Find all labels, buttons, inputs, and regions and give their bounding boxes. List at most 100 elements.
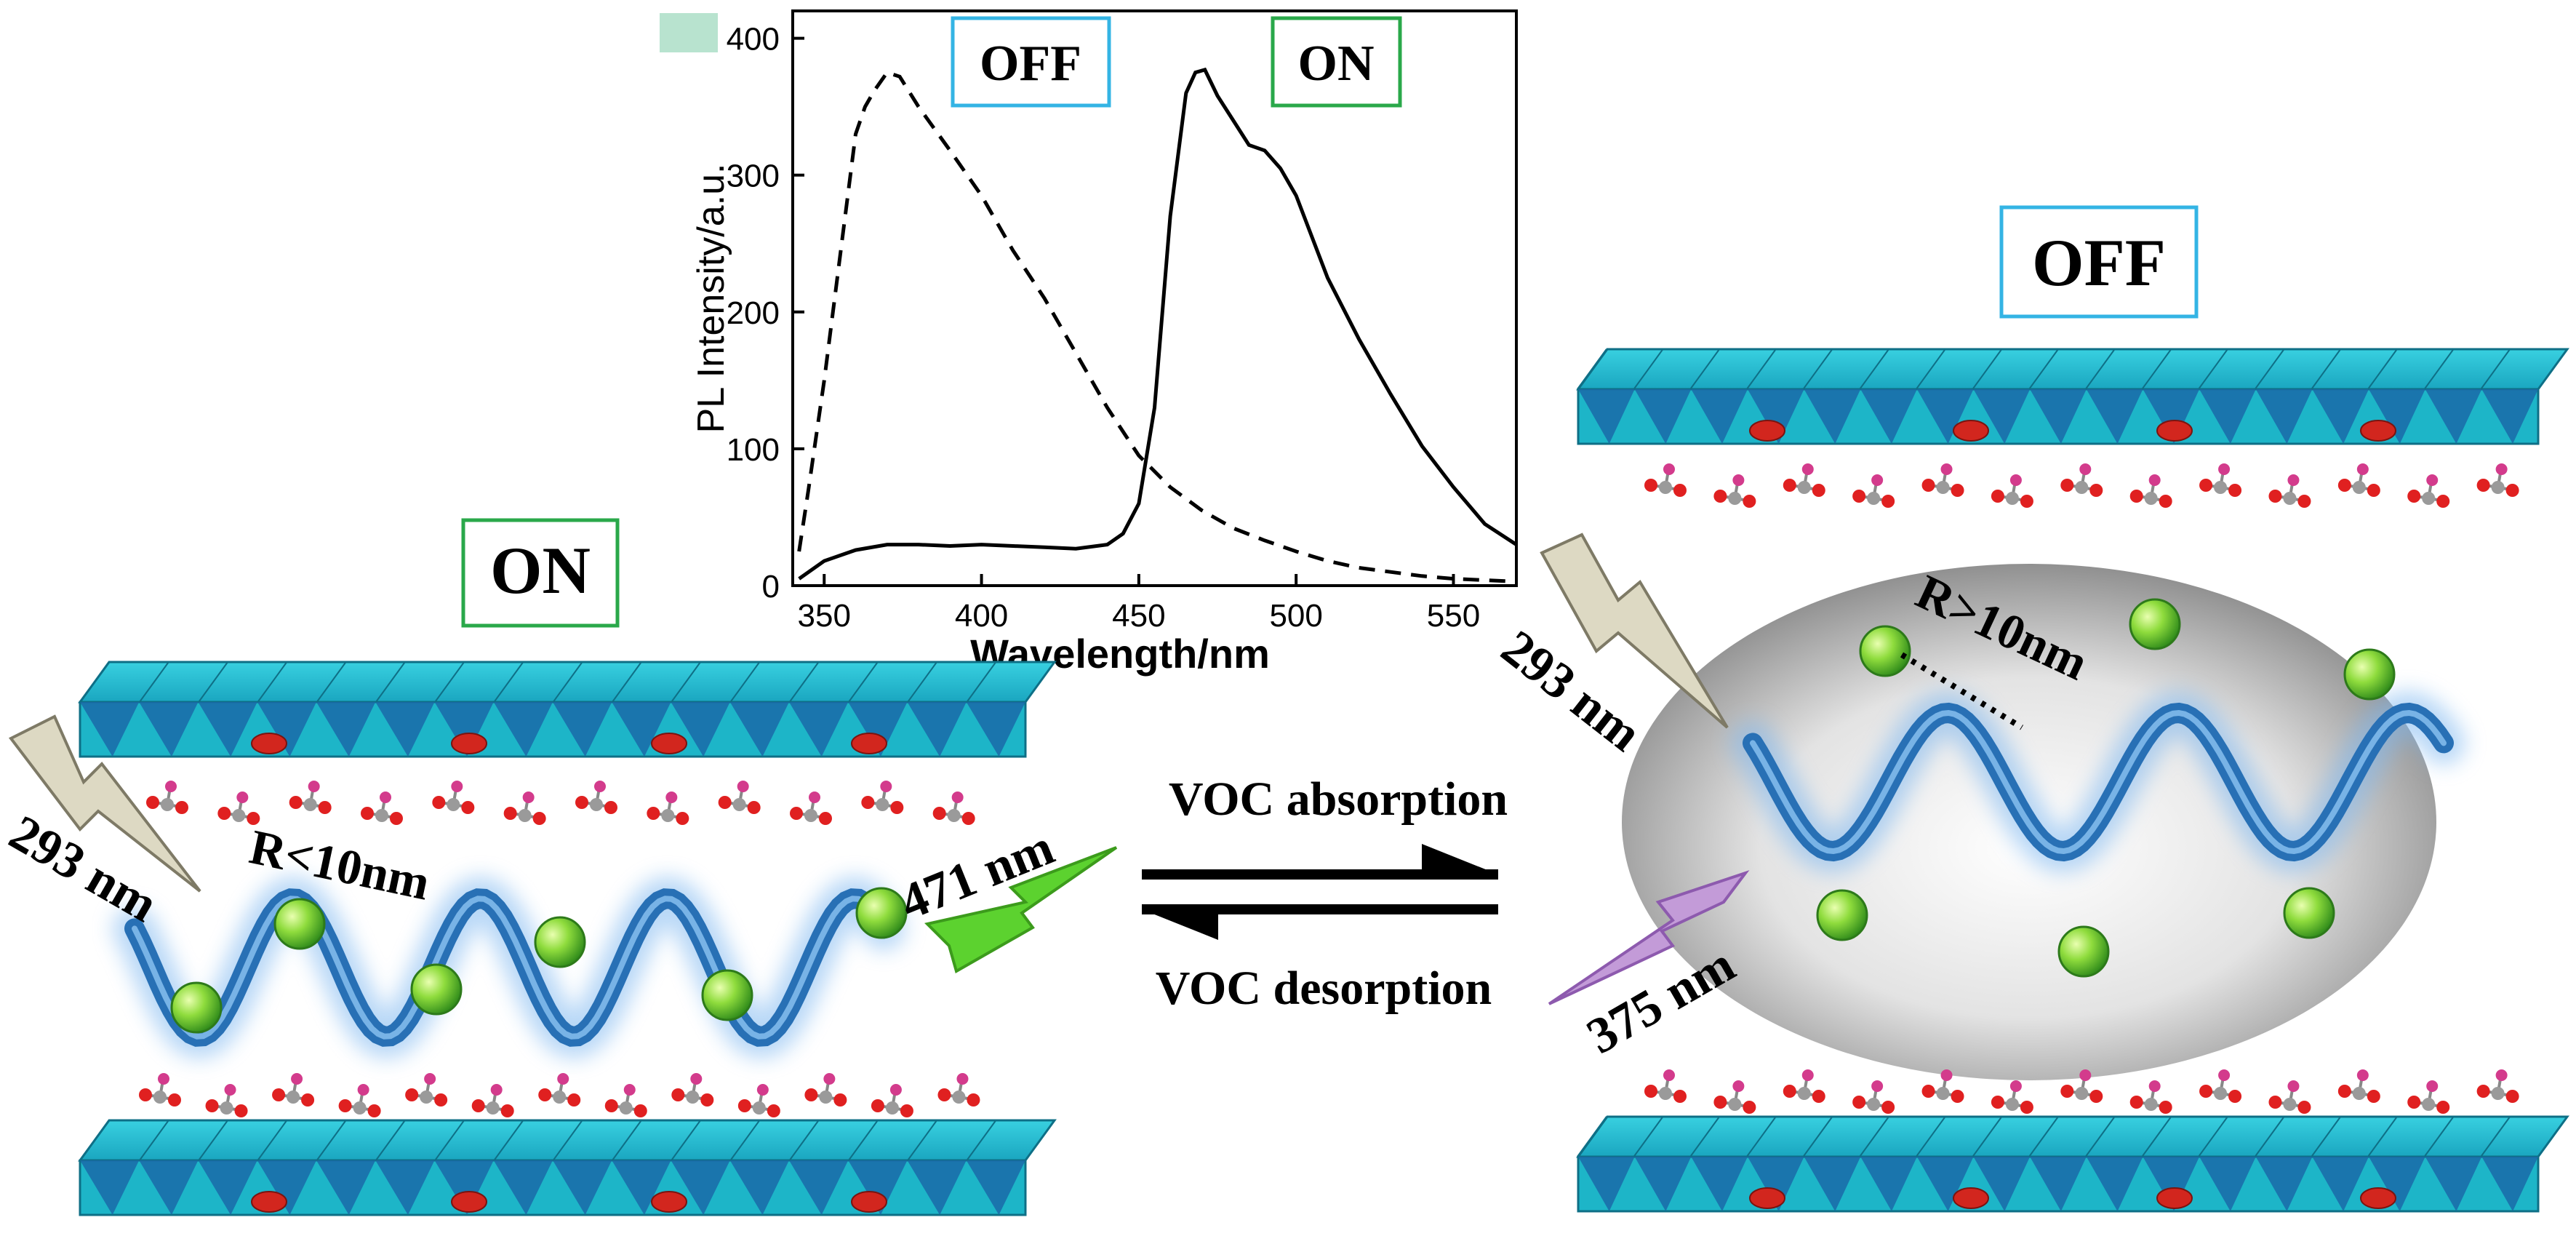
octahedron-edge: [1745, 348, 1777, 390]
octahedron-edge: [1633, 348, 1664, 390]
octahedron-face: [434, 1160, 494, 1215]
x-tick-label: 550: [1427, 598, 1480, 634]
octahedron-edge: [375, 661, 406, 703]
octahedron-face: [2481, 1157, 2538, 1211]
octahedron-face: [2312, 1157, 2369, 1211]
octahedron-edge: [79, 1120, 111, 1161]
octahedron-face: [80, 702, 140, 757]
octahedron-edge: [198, 661, 228, 703]
off-label-box: [951, 16, 1111, 108]
octahedron-face: [907, 702, 967, 757]
on-label-box: [1271, 16, 1402, 108]
anion-molecule: [146, 781, 188, 814]
octahedron-face: [2086, 389, 2143, 444]
octahedron-face: [848, 1160, 908, 1215]
right-guest-molecules: [1816, 598, 2396, 978]
octahedron-face: [612, 702, 671, 757]
octahedron-edge: [2423, 348, 2455, 390]
octahedron-face: [1916, 389, 1974, 444]
octahedron-face: [1747, 389, 1804, 444]
metal-cation-site: [251, 1191, 287, 1213]
anion-molecule: [2476, 1069, 2519, 1103]
anion-molecule: [289, 781, 332, 814]
left-471nm-emission: 471 nm: [892, 819, 1118, 974]
anion-molecule: [538, 1073, 581, 1107]
lightning-bolt-icon: [8, 714, 201, 893]
equilibrium-arrow-icon: VOC absorption VOC desorption: [1142, 773, 1508, 1015]
octahedron-edge: [1859, 348, 1889, 390]
on-state-label: ON: [461, 518, 620, 628]
octahedron-face: [2312, 389, 2369, 444]
octahedron-edge: [612, 1120, 642, 1161]
anion-molecule: [2060, 1069, 2103, 1103]
left-guest-molecules: [170, 887, 908, 1034]
octahedron-face: [139, 702, 199, 757]
x-tick-label: 450: [1112, 598, 1165, 634]
x-tick-label: 500: [1269, 598, 1322, 634]
octahedron-face: [2369, 389, 2425, 444]
octahedron-edge: [1915, 348, 1946, 390]
off-spectrum-label: OFF: [951, 16, 1111, 108]
anion-molecule: [861, 781, 904, 814]
anion-molecule: [718, 781, 761, 814]
octahedron-edge: [257, 661, 288, 703]
off-label-text: OFF: [980, 36, 1081, 92]
chart-y-axis-label: PL Intensity/a.u.: [690, 164, 732, 434]
octahedron-edge: [1689, 348, 1720, 390]
layer-top-face: [1576, 348, 2569, 391]
anion-molecule: [361, 792, 403, 825]
metal-cation-site: [2156, 420, 2193, 442]
octahedron-face: [612, 1160, 671, 1215]
anion-molecule: [471, 1084, 514, 1117]
guest-molecule-ball: [1816, 889, 1868, 941]
octahedron-edge: [2198, 348, 2228, 390]
on-label-text: ON: [1298, 36, 1375, 92]
anion-molecule: [1991, 1080, 2033, 1114]
octahedron-edge: [1745, 1116, 1777, 1157]
guest-molecule-ball: [2057, 925, 2110, 978]
lightning-bolt-icon: [924, 846, 1118, 974]
octahedron-face: [966, 1160, 1025, 1215]
anion-molecule: [804, 1073, 847, 1107]
right-bottom-interlayer-anions: [1644, 1069, 2519, 1114]
octahedron-face: [729, 702, 789, 757]
chart-series: [797, 67, 1518, 583]
left-bottom-ldh-layer: [78, 1119, 1057, 1216]
octahedron-edge: [493, 1120, 524, 1161]
octahedron-edge: [848, 661, 879, 703]
octahedron-face: [1804, 389, 1861, 444]
anion-molecule: [1921, 463, 1964, 497]
octahedron-edge: [966, 661, 997, 703]
y-tick-label: 200: [727, 295, 780, 331]
octahedron-edge: [434, 661, 465, 703]
octahedron-edge: [2480, 348, 2511, 390]
octahedron-edge: [316, 1120, 347, 1161]
off-state-label: OFF: [1999, 205, 2199, 319]
anion-molecule: [737, 1084, 780, 1117]
octahedron-face: [493, 1160, 553, 1215]
layer-top-face: [1576, 1115, 2569, 1158]
octahedron-face: [789, 702, 849, 757]
guest-molecule-ball: [1859, 625, 1911, 677]
voc-absorption-label: VOC absorption: [1169, 773, 1508, 826]
octahedron-face: [1578, 389, 1635, 444]
octahedron-face: [1804, 1157, 1861, 1211]
octahedron-edge: [729, 661, 761, 703]
anion-molecule: [575, 781, 617, 814]
metal-cation-site: [651, 733, 687, 754]
octahedron-edge: [2028, 348, 2059, 390]
metal-cation-site: [2360, 1187, 2396, 1209]
octahedron-face: [316, 702, 376, 757]
octahedron-face: [2425, 389, 2482, 444]
metal-cation-site: [851, 1191, 887, 1213]
octahedron-edge: [552, 661, 583, 703]
octahedron-face: [2086, 1157, 2143, 1211]
y-tick-label: 300: [727, 159, 780, 194]
metal-cation-site: [651, 1191, 687, 1213]
left-on-state: ON 293 nm R<10nm 471 nm: [0, 518, 1118, 1216]
octahedron-face: [1973, 1157, 2031, 1211]
anion-molecule: [1852, 1080, 1895, 1114]
